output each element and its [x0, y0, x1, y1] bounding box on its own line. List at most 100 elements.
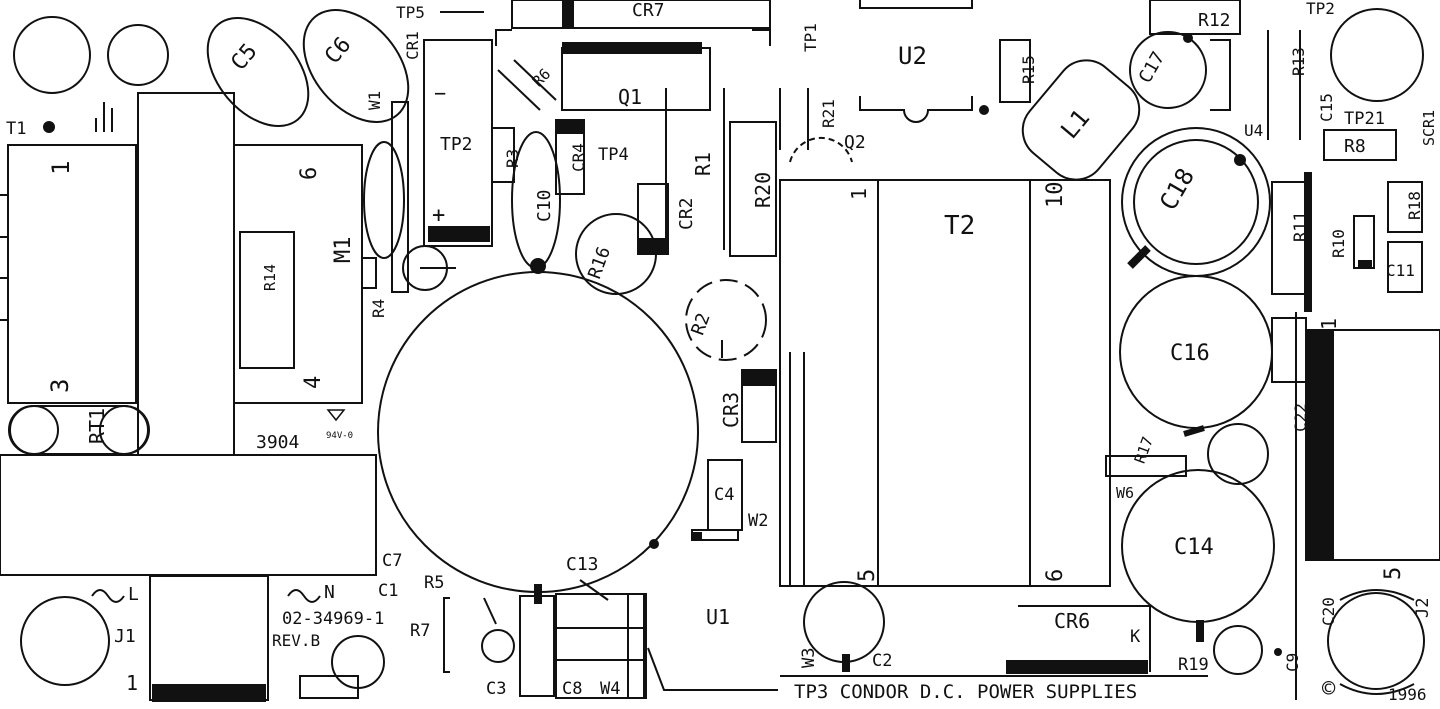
q2-label: Q2 — [844, 132, 866, 153]
m1-label: M1 — [331, 237, 356, 264]
c2-label: C2 — [872, 651, 892, 671]
c7-label: C7 — [382, 551, 402, 571]
r3-label: R3 — [503, 149, 522, 168]
l1-body — [1021, 59, 1141, 181]
r1-label: R1 — [691, 152, 715, 176]
r12-label: R12 — [1198, 10, 1231, 31]
m1-body — [233, 144, 363, 404]
t1-pin3: 3 — [46, 379, 74, 393]
part-number: 02-34969-1 — [282, 609, 384, 629]
c17-body — [1129, 31, 1207, 109]
mount-hole-bottom-left — [20, 596, 110, 686]
c13-label: C13 — [566, 554, 599, 575]
r2-label: R2 — [688, 310, 715, 338]
r17-label: R17 — [1131, 434, 1157, 466]
l1-label: L1 — [1055, 104, 1095, 144]
cr1-minus: − — [434, 81, 446, 105]
c5-body — [206, 16, 310, 128]
ac-tilde-icon-n — [287, 589, 321, 603]
r20-body — [729, 121, 777, 257]
cr4-label: CR4 — [569, 143, 588, 172]
u2-label: U2 — [898, 42, 927, 70]
c3-body — [519, 595, 555, 697]
c11-label: C11 — [1386, 261, 1415, 280]
line-l: L — [128, 584, 139, 605]
r10-label: R10 — [1329, 229, 1348, 258]
q1-label: Q1 — [618, 85, 642, 109]
c10-label: C10 — [534, 189, 555, 222]
r16-label: R16 — [584, 244, 615, 282]
u1-label: U1 — [706, 605, 730, 629]
ac-tilde-icon — [91, 589, 125, 603]
terminal-strip — [0, 454, 377, 576]
w2-label: W2 — [748, 511, 768, 531]
u2-body — [859, 0, 973, 123]
r15-label: R15 — [1019, 55, 1038, 84]
t2-pin10: 10 — [1043, 182, 1068, 209]
cr6-k: K — [1130, 627, 1141, 647]
cr7-body — [511, 0, 771, 29]
t1-dot — [43, 121, 55, 133]
ground-icon — [95, 102, 113, 132]
r7-label: R7 — [410, 621, 430, 641]
r5-label: R5 — [424, 573, 444, 593]
w1-body — [391, 101, 409, 293]
r18-label: R18 — [1405, 191, 1424, 220]
u1-body — [647, 647, 778, 691]
mount-hole-bottom-right — [1327, 592, 1425, 690]
mount-hole-top-right — [1330, 8, 1424, 102]
t2-pin6: 6 — [1043, 569, 1068, 582]
t1-pin1: 1 — [47, 161, 75, 175]
r6-label: R6 — [529, 65, 555, 91]
u4-label: U4 — [1244, 121, 1263, 140]
r13-label: R13 — [1289, 47, 1308, 76]
w1-label: W1 — [365, 91, 384, 110]
c8-label: C8 — [562, 679, 582, 699]
j1-pin1: 1 — [126, 671, 138, 695]
tp2-mid-label: TP2 — [440, 134, 473, 155]
mount-hole-top-left — [13, 16, 91, 94]
w3-label: W3 — [799, 648, 819, 668]
ul-icon — [326, 409, 346, 422]
j1-body — [149, 575, 269, 701]
t2-body — [779, 179, 1111, 587]
t2-pin5: 5 — [855, 569, 880, 582]
c8-body — [555, 593, 647, 699]
t2-pin1: 1 — [847, 188, 871, 200]
r14-body — [239, 231, 295, 369]
r21-label: R21 — [819, 99, 838, 128]
r19-label: R19 — [1178, 655, 1209, 675]
r3-body — [491, 127, 515, 183]
c1-label: C1 — [378, 581, 398, 601]
j2-label: J2 — [1413, 598, 1433, 618]
c6-label: C6 — [320, 33, 356, 69]
c14-label: C14 — [1174, 535, 1214, 560]
tp5-label: TP5 — [396, 3, 425, 22]
copyright-mark: © — [1322, 677, 1336, 702]
cr7-label: CR7 — [632, 0, 665, 21]
t1-label: T1 — [6, 119, 26, 139]
cr1-label: CR1 — [403, 31, 422, 60]
circle-small-top — [107, 24, 169, 86]
r2-body — [685, 279, 767, 361]
cr2-label: CR2 — [676, 197, 697, 230]
j1-label: J1 — [114, 626, 136, 647]
c15-label: C15 — [1317, 93, 1336, 122]
scr1-label: SCR1 — [1420, 110, 1438, 146]
tp4-label: TP4 — [598, 145, 629, 165]
w4-label: W4 — [600, 679, 620, 699]
board-id: 3904 — [256, 432, 299, 453]
c9-label: C9 — [1283, 653, 1302, 672]
m1-pin4: 4 — [301, 376, 326, 389]
c17-label: C17 — [1135, 48, 1169, 87]
tp21-label: TP21 — [1344, 109, 1385, 129]
c5-label: C5 — [226, 39, 262, 75]
footer-text: TP3 CONDOR D.C. POWER SUPPLIES — [794, 681, 1137, 703]
c20-label: C20 — [1319, 597, 1338, 626]
tp1-label: TP1 — [801, 23, 820, 52]
cr6-label: CR6 — [1054, 609, 1090, 633]
c16-label: C16 — [1170, 341, 1210, 366]
r15-body — [999, 39, 1031, 103]
r8-label: R8 — [1344, 136, 1366, 157]
